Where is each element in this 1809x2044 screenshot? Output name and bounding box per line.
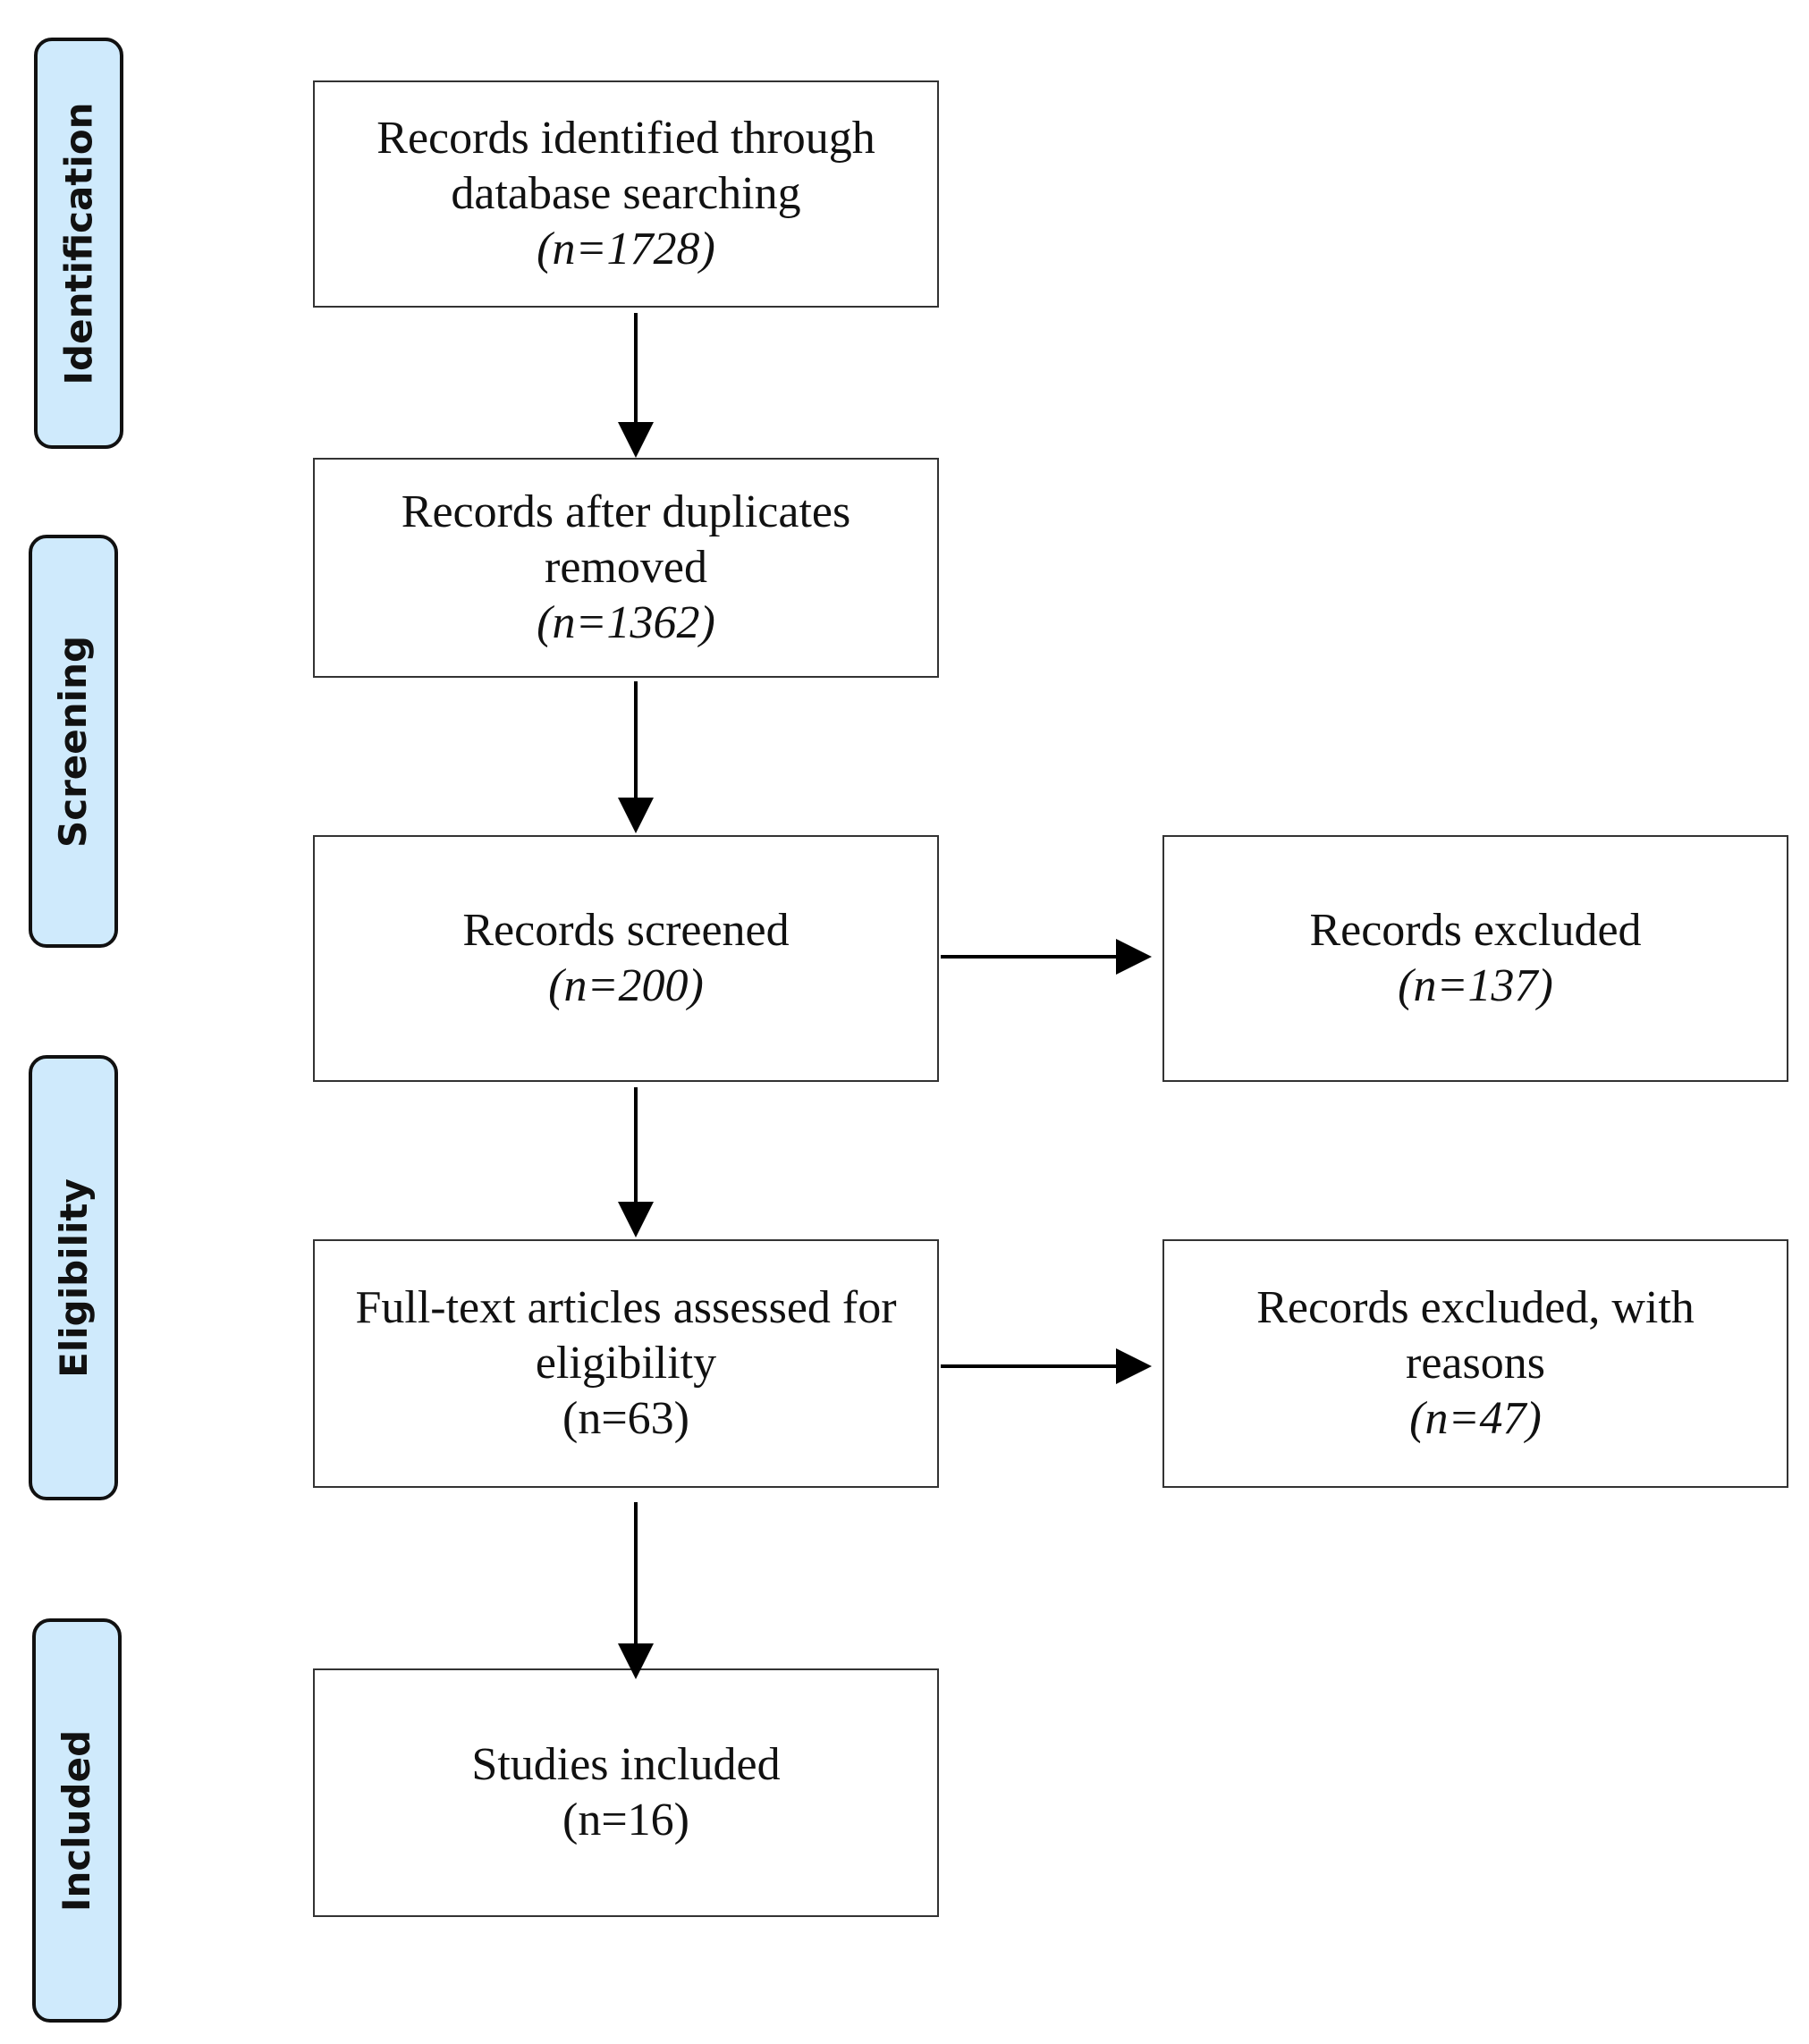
stage-screening: Screening <box>29 535 118 948</box>
box-fulltext-assessed-line2: eligibility <box>535 1338 717 1389</box>
box-records-screened-line1: Records screened <box>462 905 790 956</box>
box-records-excluded-reasons-line2: reasons <box>1406 1338 1545 1389</box>
box-records-excluded-line1: Records excluded <box>1309 905 1642 956</box>
stage-identification: Identification <box>34 38 123 449</box>
box-records-after-duplicates: Records after duplicates removed (n=1362… <box>313 458 939 678</box>
box-records-after-duplicates-count: (n=1362) <box>537 597 715 648</box>
stage-included: Included <box>32 1618 122 2023</box>
box-records-excluded-count: (n=137) <box>1398 960 1553 1011</box>
box-records-excluded: Records excluded (n=137) <box>1162 835 1788 1082</box>
box-records-excluded-reasons-count: (n=47) <box>1409 1393 1542 1444</box>
box-records-after-duplicates-line1: Records after duplicates <box>401 486 851 537</box>
box-studies-included: Studies included (n=16) <box>313 1668 939 1917</box>
box-records-screened-count: (n=200) <box>548 960 704 1011</box>
box-studies-included-count: (n=16) <box>562 1795 689 1846</box>
box-fulltext-assessed: Full-text articles assessed for eligibil… <box>313 1239 939 1488</box>
box-records-identified-line1: Records identified through <box>376 113 875 164</box>
box-fulltext-assessed-count: (n=63) <box>562 1393 689 1444</box>
box-studies-included-line1: Studies included <box>471 1739 781 1790</box>
box-records-identified-count: (n=1728) <box>537 224 715 275</box>
box-records-excluded-reasons: Records excluded, with reasons (n=47) <box>1162 1239 1788 1488</box>
stage-eligibility: Eligibility <box>29 1055 118 1500</box>
box-fulltext-assessed-line1: Full-text articles assessed for <box>355 1282 897 1333</box>
box-records-identified-line2: database searching <box>451 168 801 219</box>
box-records-excluded-reasons-line1: Records excluded, with <box>1256 1282 1695 1333</box>
box-records-after-duplicates-line2: removed <box>545 542 707 593</box>
box-records-screened: Records screened (n=200) <box>313 835 939 1082</box>
box-records-identified: Records identified through database sear… <box>313 80 939 308</box>
